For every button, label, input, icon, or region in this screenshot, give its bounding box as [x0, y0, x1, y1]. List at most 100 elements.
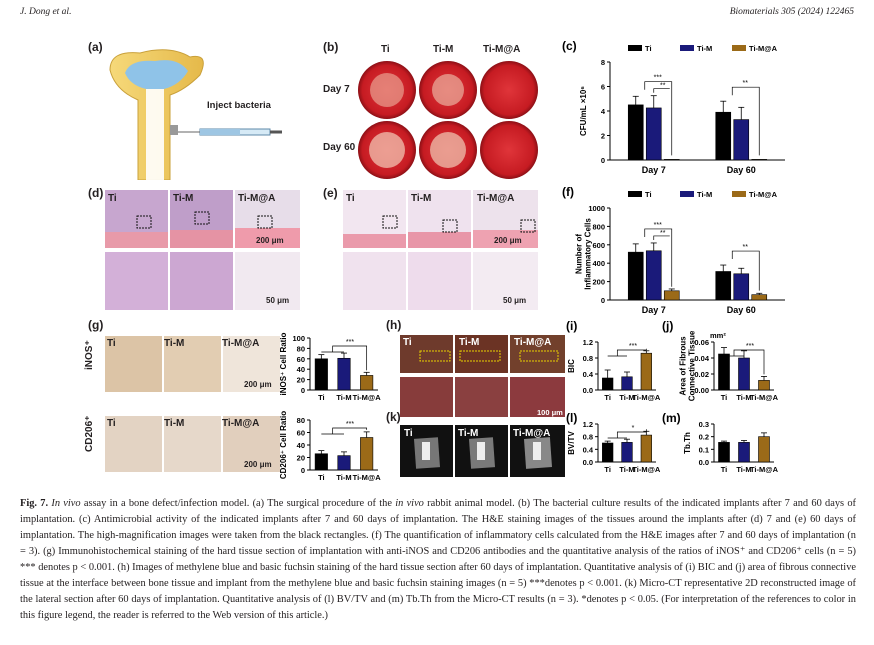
- sig-mark: **: [743, 80, 749, 87]
- x-tick-label: Ti-M: [736, 393, 751, 402]
- he-images-day60: [343, 190, 538, 310]
- legend-swatch: [628, 191, 642, 197]
- x-tick-label: Ti-M: [619, 465, 634, 474]
- y-axis-label: Number of: [575, 234, 584, 274]
- y-tick-label: 0.0: [583, 458, 593, 467]
- x-tick-label: Ti-M@A: [632, 465, 661, 474]
- ihc-row-inos: iNOS⁺: [84, 340, 95, 370]
- x-tick-label: Ti: [604, 465, 611, 474]
- legend-swatch: [732, 45, 746, 51]
- he-e-label-tima: Ti-M@A: [477, 193, 515, 204]
- bar-ti-0: [627, 104, 644, 161]
- bar-tim: [337, 455, 351, 471]
- he-d-scale-bottom: 50 μm: [266, 296, 290, 305]
- bar-tima: [360, 375, 374, 391]
- y-tick-label: 0.0: [583, 386, 593, 395]
- y-tick-label: 0.8: [583, 354, 593, 363]
- caption-text-2: rabbit animal model. (b) The bacterial c…: [20, 498, 857, 621]
- y-tick-label: 0: [601, 296, 605, 305]
- bar-tim-1: [733, 273, 750, 301]
- bar-tima-1: [751, 294, 768, 301]
- he-d-scale-top: 200 μm: [256, 236, 284, 245]
- sig-bracket: [731, 250, 760, 291]
- sig-bracket: [731, 86, 760, 156]
- ct-label-ti: Ti: [404, 428, 413, 439]
- plate-col-tima: Ti-M@A: [483, 44, 521, 55]
- panel-label-d: (d): [88, 186, 104, 200]
- he-e-label-tim: Ti-M: [411, 193, 432, 204]
- bar-tima-0: [663, 290, 680, 301]
- legend-label: Ti: [645, 44, 652, 53]
- chart-panel-label: (c): [562, 39, 577, 53]
- he-images-day7: [105, 190, 300, 310]
- sig-mark: ***: [746, 343, 754, 350]
- plate-row-day7: Day 7: [323, 84, 350, 95]
- bar-tim: [738, 357, 750, 391]
- y-axis-label: iNOS⁺ Cell Ratio: [279, 332, 288, 395]
- stain-label-tim: Ti-M: [459, 337, 480, 348]
- y-axis-label: Area of Fibrous: [679, 336, 688, 396]
- caption-title-italic: In vivo: [51, 498, 81, 509]
- y-axis-label: BIC: [567, 359, 576, 373]
- y-tick-label: 60: [297, 429, 305, 438]
- he-e-scale-bottom: 50 μm: [503, 296, 527, 305]
- legend-label: Ti-M@A: [749, 190, 778, 199]
- sig-bracket: [332, 427, 368, 434]
- plate-tim-day60: [419, 121, 477, 179]
- chart-panel-label: (i): [566, 319, 577, 333]
- x-tick-label: Ti-M@A: [632, 393, 661, 402]
- plate-col-tim: Ti-M: [433, 44, 454, 55]
- chart-unit: mm²: [710, 331, 726, 340]
- y-tick-label: 0.8: [583, 433, 593, 442]
- panel-label-e: (e): [323, 186, 338, 200]
- bar-tim-0: [645, 107, 662, 161]
- inject-bacteria-annotation: Inject bacteria: [207, 100, 271, 111]
- plate-ti-day7: [358, 61, 416, 119]
- y-tick-label: 0.2: [699, 433, 709, 442]
- ihc-images: [105, 336, 280, 472]
- bar-ti-0: [627, 251, 644, 301]
- x-tick-label: Ti: [721, 465, 728, 474]
- agar-plates: [358, 61, 538, 179]
- plate-ti-day60: [358, 121, 416, 179]
- ihc-label-tim-1: Ti-M: [164, 338, 185, 349]
- panel-label-b: (b): [323, 40, 339, 54]
- he-e-scale-top: 200 μm: [494, 236, 522, 245]
- bar-tima: [758, 436, 770, 463]
- running-header-journal: Biomaterials 305 (2024) 122465: [729, 7, 854, 17]
- legend-swatch: [680, 191, 694, 197]
- bar-tim-1: [733, 119, 750, 161]
- x-tick-label: Ti-M@A: [353, 473, 382, 482]
- bar-ti: [314, 358, 328, 391]
- y-tick-label: 4: [601, 107, 606, 116]
- bar-tim: [738, 442, 750, 463]
- x-tick-label: Ti: [604, 393, 611, 402]
- caption-text-1: assay in a bone defect/infection model. …: [83, 498, 392, 509]
- ihc-scale-2: 200 μm: [244, 460, 272, 469]
- sig-mark: *: [632, 425, 635, 432]
- caption-figure-number: Fig. 7.: [20, 498, 49, 509]
- ct-label-tima: Ti-M@A: [513, 428, 551, 439]
- he-d-label-ti: Ti: [108, 193, 117, 204]
- x-tick-label: Ti: [318, 393, 325, 402]
- y-tick-label: 800: [592, 222, 605, 231]
- legend-label: Ti-M@A: [749, 44, 778, 53]
- legend-label: Ti-M: [697, 190, 712, 199]
- bar-ti: [718, 353, 730, 391]
- x-tick-label: Ti-M: [736, 465, 751, 474]
- sig-mark: ***: [629, 343, 637, 350]
- legend-label: Ti: [645, 190, 652, 199]
- y-tick-label: 0.04: [694, 354, 709, 363]
- x-tick-label: Ti-M@A: [750, 393, 779, 402]
- y-tick-label: 1000: [588, 204, 605, 213]
- x-tick-label: Ti-M@A: [750, 465, 779, 474]
- sig-bracket: [733, 349, 765, 375]
- sig-bracket: [616, 429, 647, 438]
- he-d-label-tima: Ti-M@A: [238, 193, 276, 204]
- y-tick-label: 40: [297, 365, 305, 374]
